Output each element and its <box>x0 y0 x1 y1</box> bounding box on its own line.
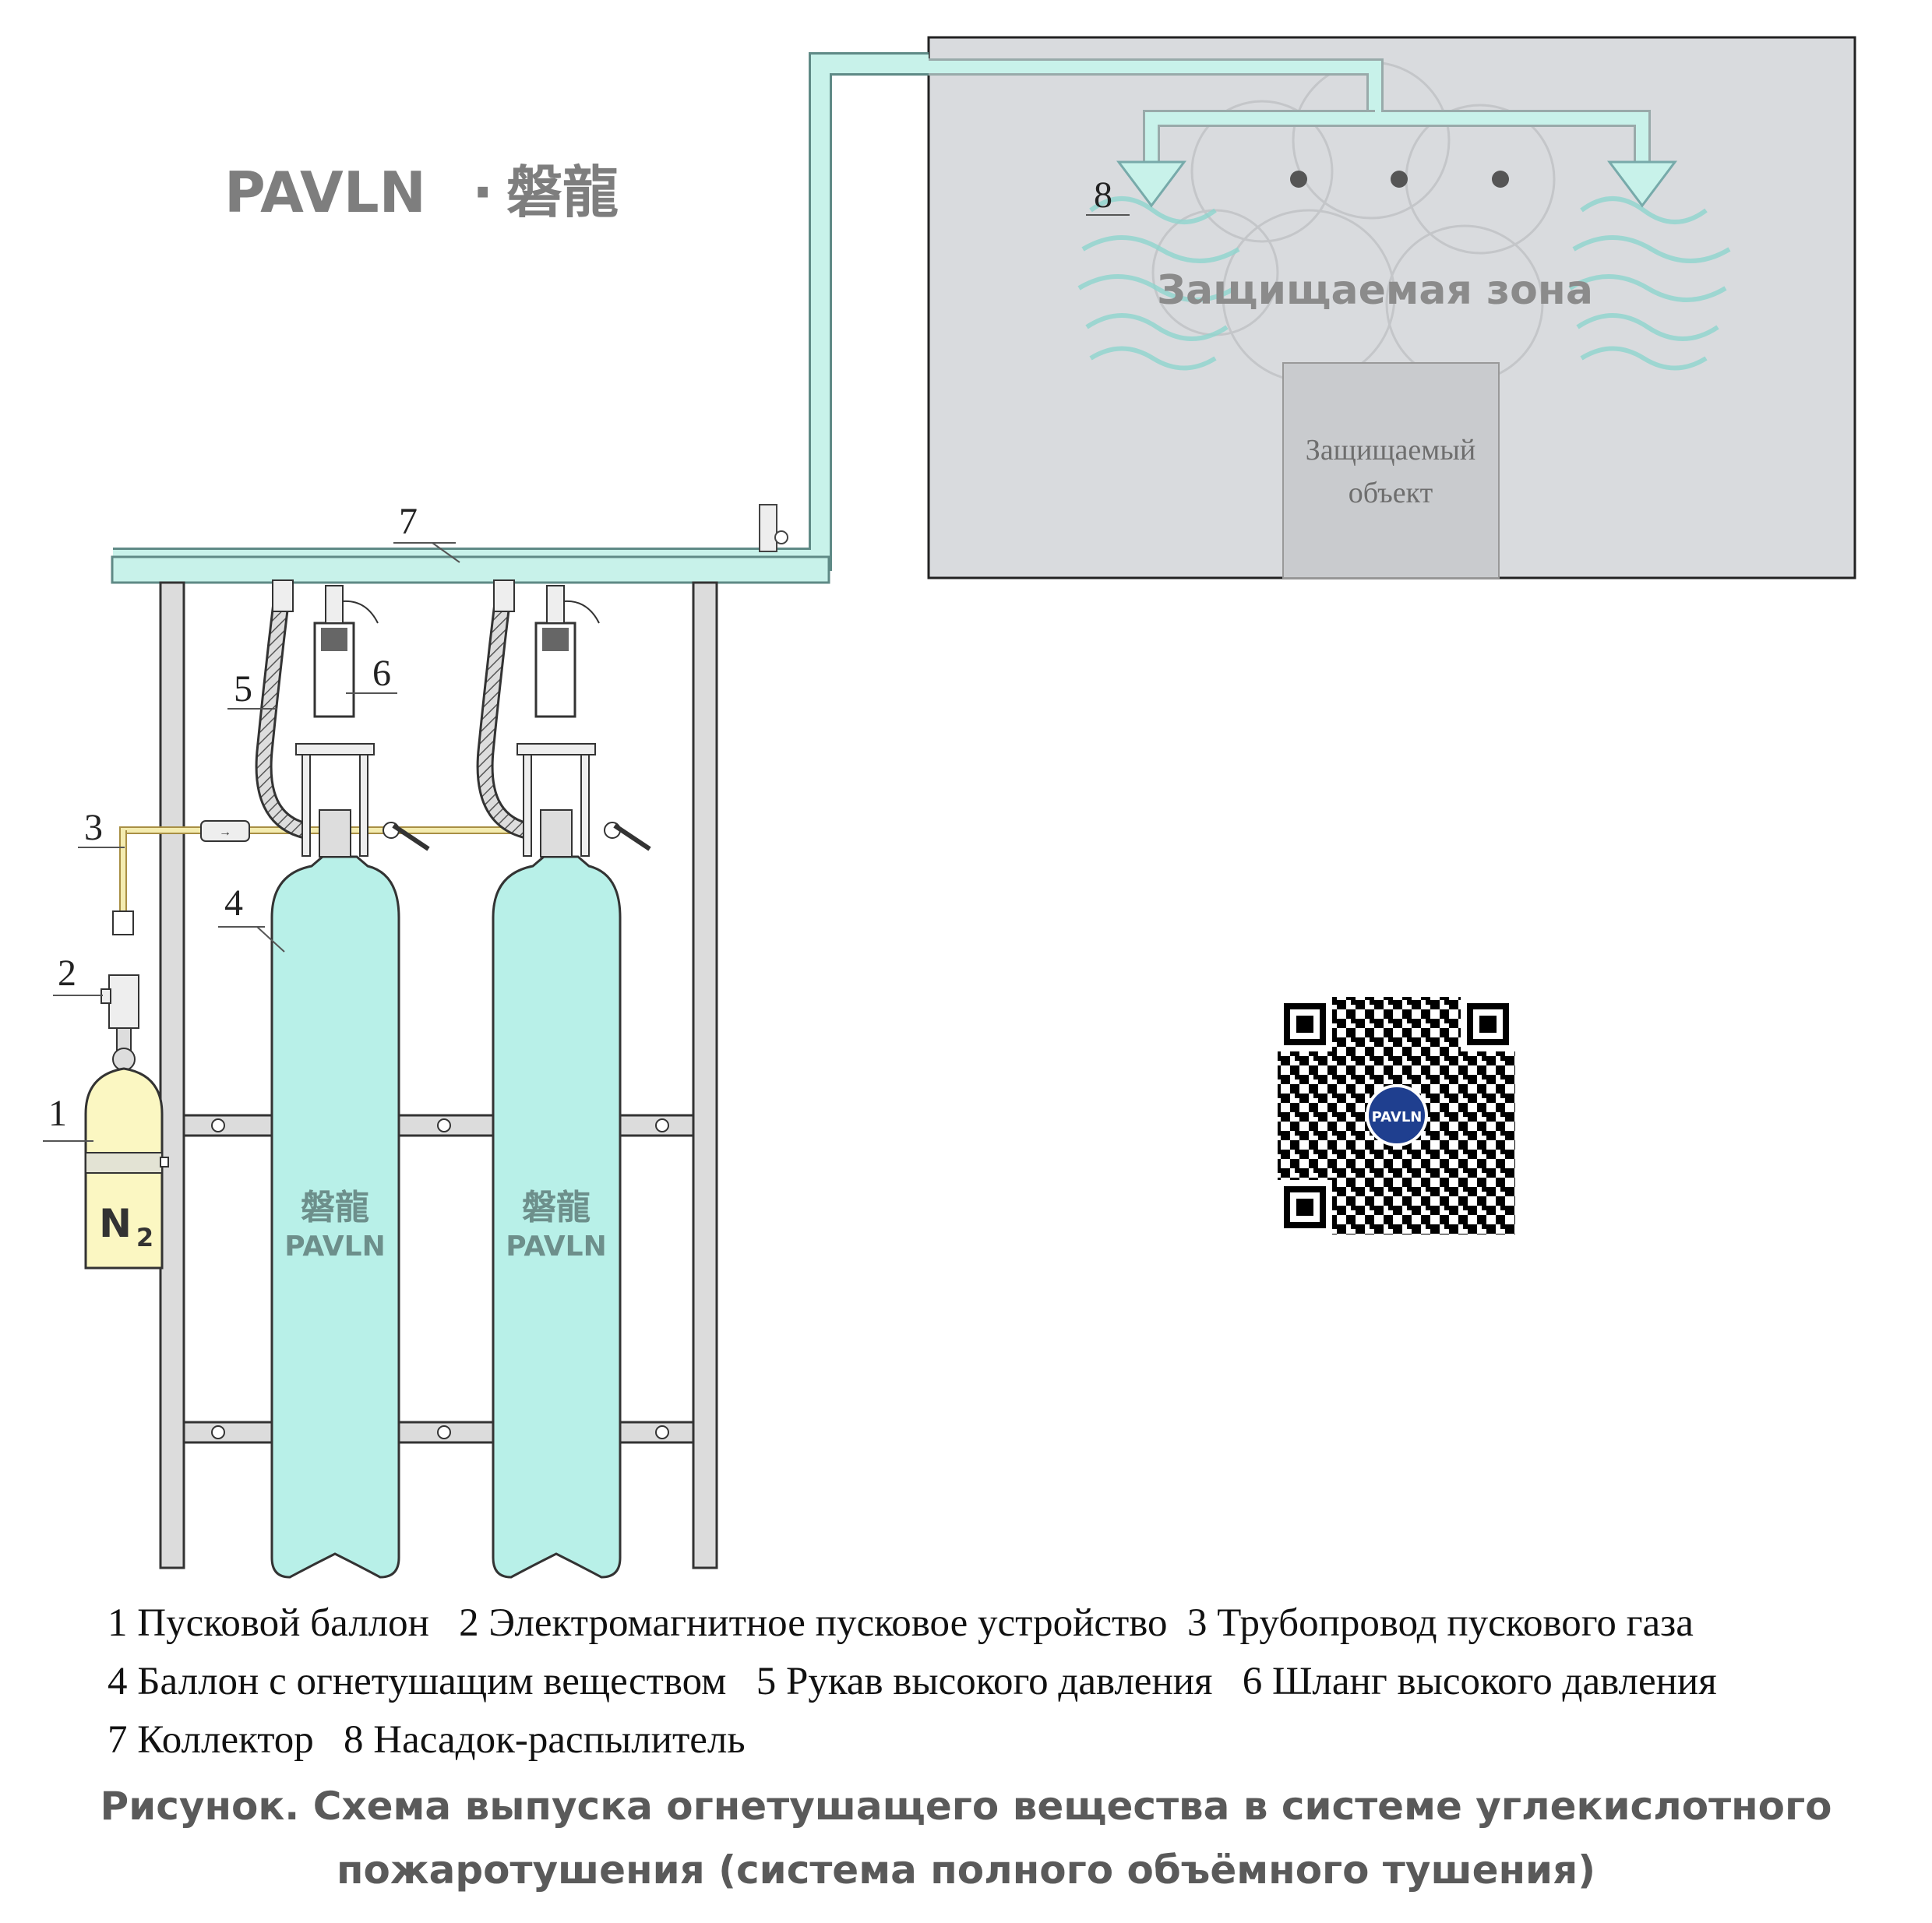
callout-5: 5 <box>234 668 252 710</box>
rack-frame <box>159 581 718 1569</box>
legend-line-1: 1 Пусковой баллон 2 Электромагнитное пус… <box>108 1601 1694 1645</box>
callout-6: 6 <box>372 653 391 694</box>
object-label-line1: Защищаемый <box>1306 434 1475 467</box>
svg-text:→: → <box>219 826 231 839</box>
valve-assembly-1 <box>255 579 430 858</box>
legend-line-3: 7 Коллектор 8 Насадок-распылитель <box>108 1718 746 1762</box>
cylinder-brand-hanzi: 磐龍 <box>301 1188 369 1227</box>
callout-4: 4 <box>224 882 243 924</box>
cylinder-brand-latin: PAVLN <box>506 1231 606 1263</box>
cylinder-brand-latin: PAVLN <box>284 1231 385 1263</box>
valve-assembly-2 <box>476 579 651 858</box>
cylinder-brand-hanzi: 磐龍 <box>522 1188 591 1227</box>
n2-label: N <box>99 1201 132 1246</box>
collector-pipe <box>111 52 929 584</box>
agent-cylinder-body <box>492 855 622 1579</box>
safety-valve <box>759 504 777 552</box>
check-valve <box>200 820 250 842</box>
callout-2: 2 <box>58 953 76 994</box>
protected-zone: Защищаемая зона Защищаемый объект <box>927 36 1856 579</box>
legend-line-2: 4 Баллон с огнетушащим веществом 5 Рукав… <box>108 1660 1717 1703</box>
ellipsis-dot <box>1391 171 1408 188</box>
high-pressure-hose <box>478 593 527 836</box>
high-pressure-hose <box>257 593 306 836</box>
spray-right <box>1568 196 1731 371</box>
n2-subscript: 2 <box>136 1223 153 1252</box>
qr-code: PAVLN <box>1278 997 1515 1234</box>
qr-logo-text: PAVLN <box>1372 1109 1423 1125</box>
ellipsis-dot <box>1290 171 1307 188</box>
agent-cylinder-1: 磐龍 PAVLN <box>270 855 400 1579</box>
callouts: 7 8 5 6 3 4 2 1 <box>43 174 1130 1142</box>
spray-left <box>1077 196 1240 371</box>
zone-label: Защищаемая зона <box>1157 267 1593 314</box>
brand-logo-latin: PAVLN <box>224 160 426 225</box>
protected-object-box <box>1282 362 1500 579</box>
nozzle-right <box>1607 160 1677 208</box>
agent-cylinder-body <box>270 855 400 1579</box>
brand-logo-hanzi: 磐龍 <box>506 160 619 225</box>
qr-logo-badge <box>1366 1084 1428 1146</box>
start-cylinder: N 2 <box>84 910 169 1270</box>
figure-caption-line-2: пожаротушения (система полного объёмного… <box>336 1847 1596 1893</box>
callout-1: 1 <box>48 1093 67 1134</box>
ellipsis-dot <box>1492 171 1509 188</box>
brand-logo-separator: · <box>472 160 493 225</box>
callout-7: 7 <box>399 501 418 542</box>
figure-caption-line-1: Рисунок. Схема выпуска огнетушащего веще… <box>100 1784 1832 1829</box>
nozzle-left <box>1116 160 1186 208</box>
solenoid-starter <box>108 974 139 1029</box>
agent-cylinder-2: 磐龍 PAVLN <box>492 855 622 1579</box>
callout-3: 3 <box>84 807 103 848</box>
object-label-line2: объект <box>1349 477 1433 509</box>
callout-8: 8 <box>1094 174 1112 216</box>
